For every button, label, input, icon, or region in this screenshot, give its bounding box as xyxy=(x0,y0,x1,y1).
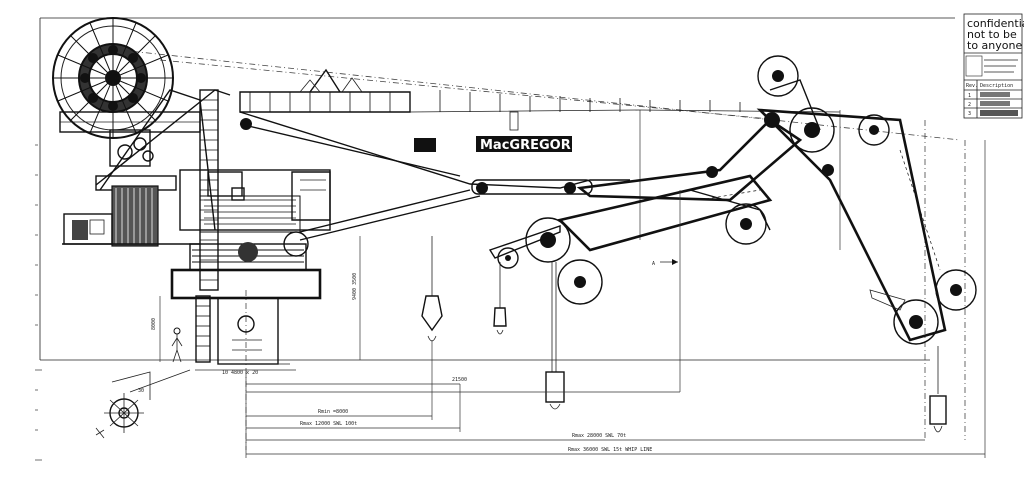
machinery-house xyxy=(59,89,331,247)
dim-reach-4: Rmax 36000 SWL 15t WHIP LINE xyxy=(568,447,652,453)
hook-blocks xyxy=(421,236,947,433)
brand-label: MacGREGOR xyxy=(480,138,571,153)
title-block: confidential not to be to anyone Rev. De… xyxy=(963,13,1024,119)
rev-row-1: 1 xyxy=(968,93,971,99)
margin-ticks xyxy=(35,144,38,431)
pedestal xyxy=(170,231,322,365)
main-jib: MacGREGOR xyxy=(239,68,841,241)
dimension-lines: 10 4800 x 20 8000 9400 3500 21500 Rmin =… xyxy=(151,140,986,458)
rev-row-3: 3 xyxy=(968,111,971,117)
dim-height-mid: 9400 3500 xyxy=(352,273,358,300)
dim-reach-2: Rmax 12000 SWL 100t xyxy=(300,421,357,427)
ladder-tower xyxy=(195,89,219,363)
rev-header-desc: Description xyxy=(980,83,1013,89)
dim-width: 10 4800 x 20 xyxy=(222,370,258,376)
dim-reach-1: Rmin =8000 xyxy=(318,409,348,415)
cable-drum xyxy=(52,17,174,139)
stamp-line-3: to anyone xyxy=(967,39,1022,52)
stamp-line-2: not to be xyxy=(967,28,1017,41)
slew-symbol: 30 xyxy=(95,369,191,439)
human-figure xyxy=(171,327,183,363)
rev-row-2: 2 xyxy=(968,102,971,108)
dim-reach-3: Rmax 28000 SWL 70t xyxy=(572,433,626,439)
section-arrow-label: A xyxy=(652,261,655,267)
stamp-line-1: confidential xyxy=(967,17,1024,30)
slew-angle-label: 30 xyxy=(138,388,144,394)
dim-hook-height: 21500 xyxy=(452,377,467,383)
dim-height-left: 8000 xyxy=(151,318,157,330)
drawing-frame xyxy=(35,17,955,461)
rev-header-rev: Rev. xyxy=(966,83,978,89)
knuckle-boom: A xyxy=(488,55,977,345)
